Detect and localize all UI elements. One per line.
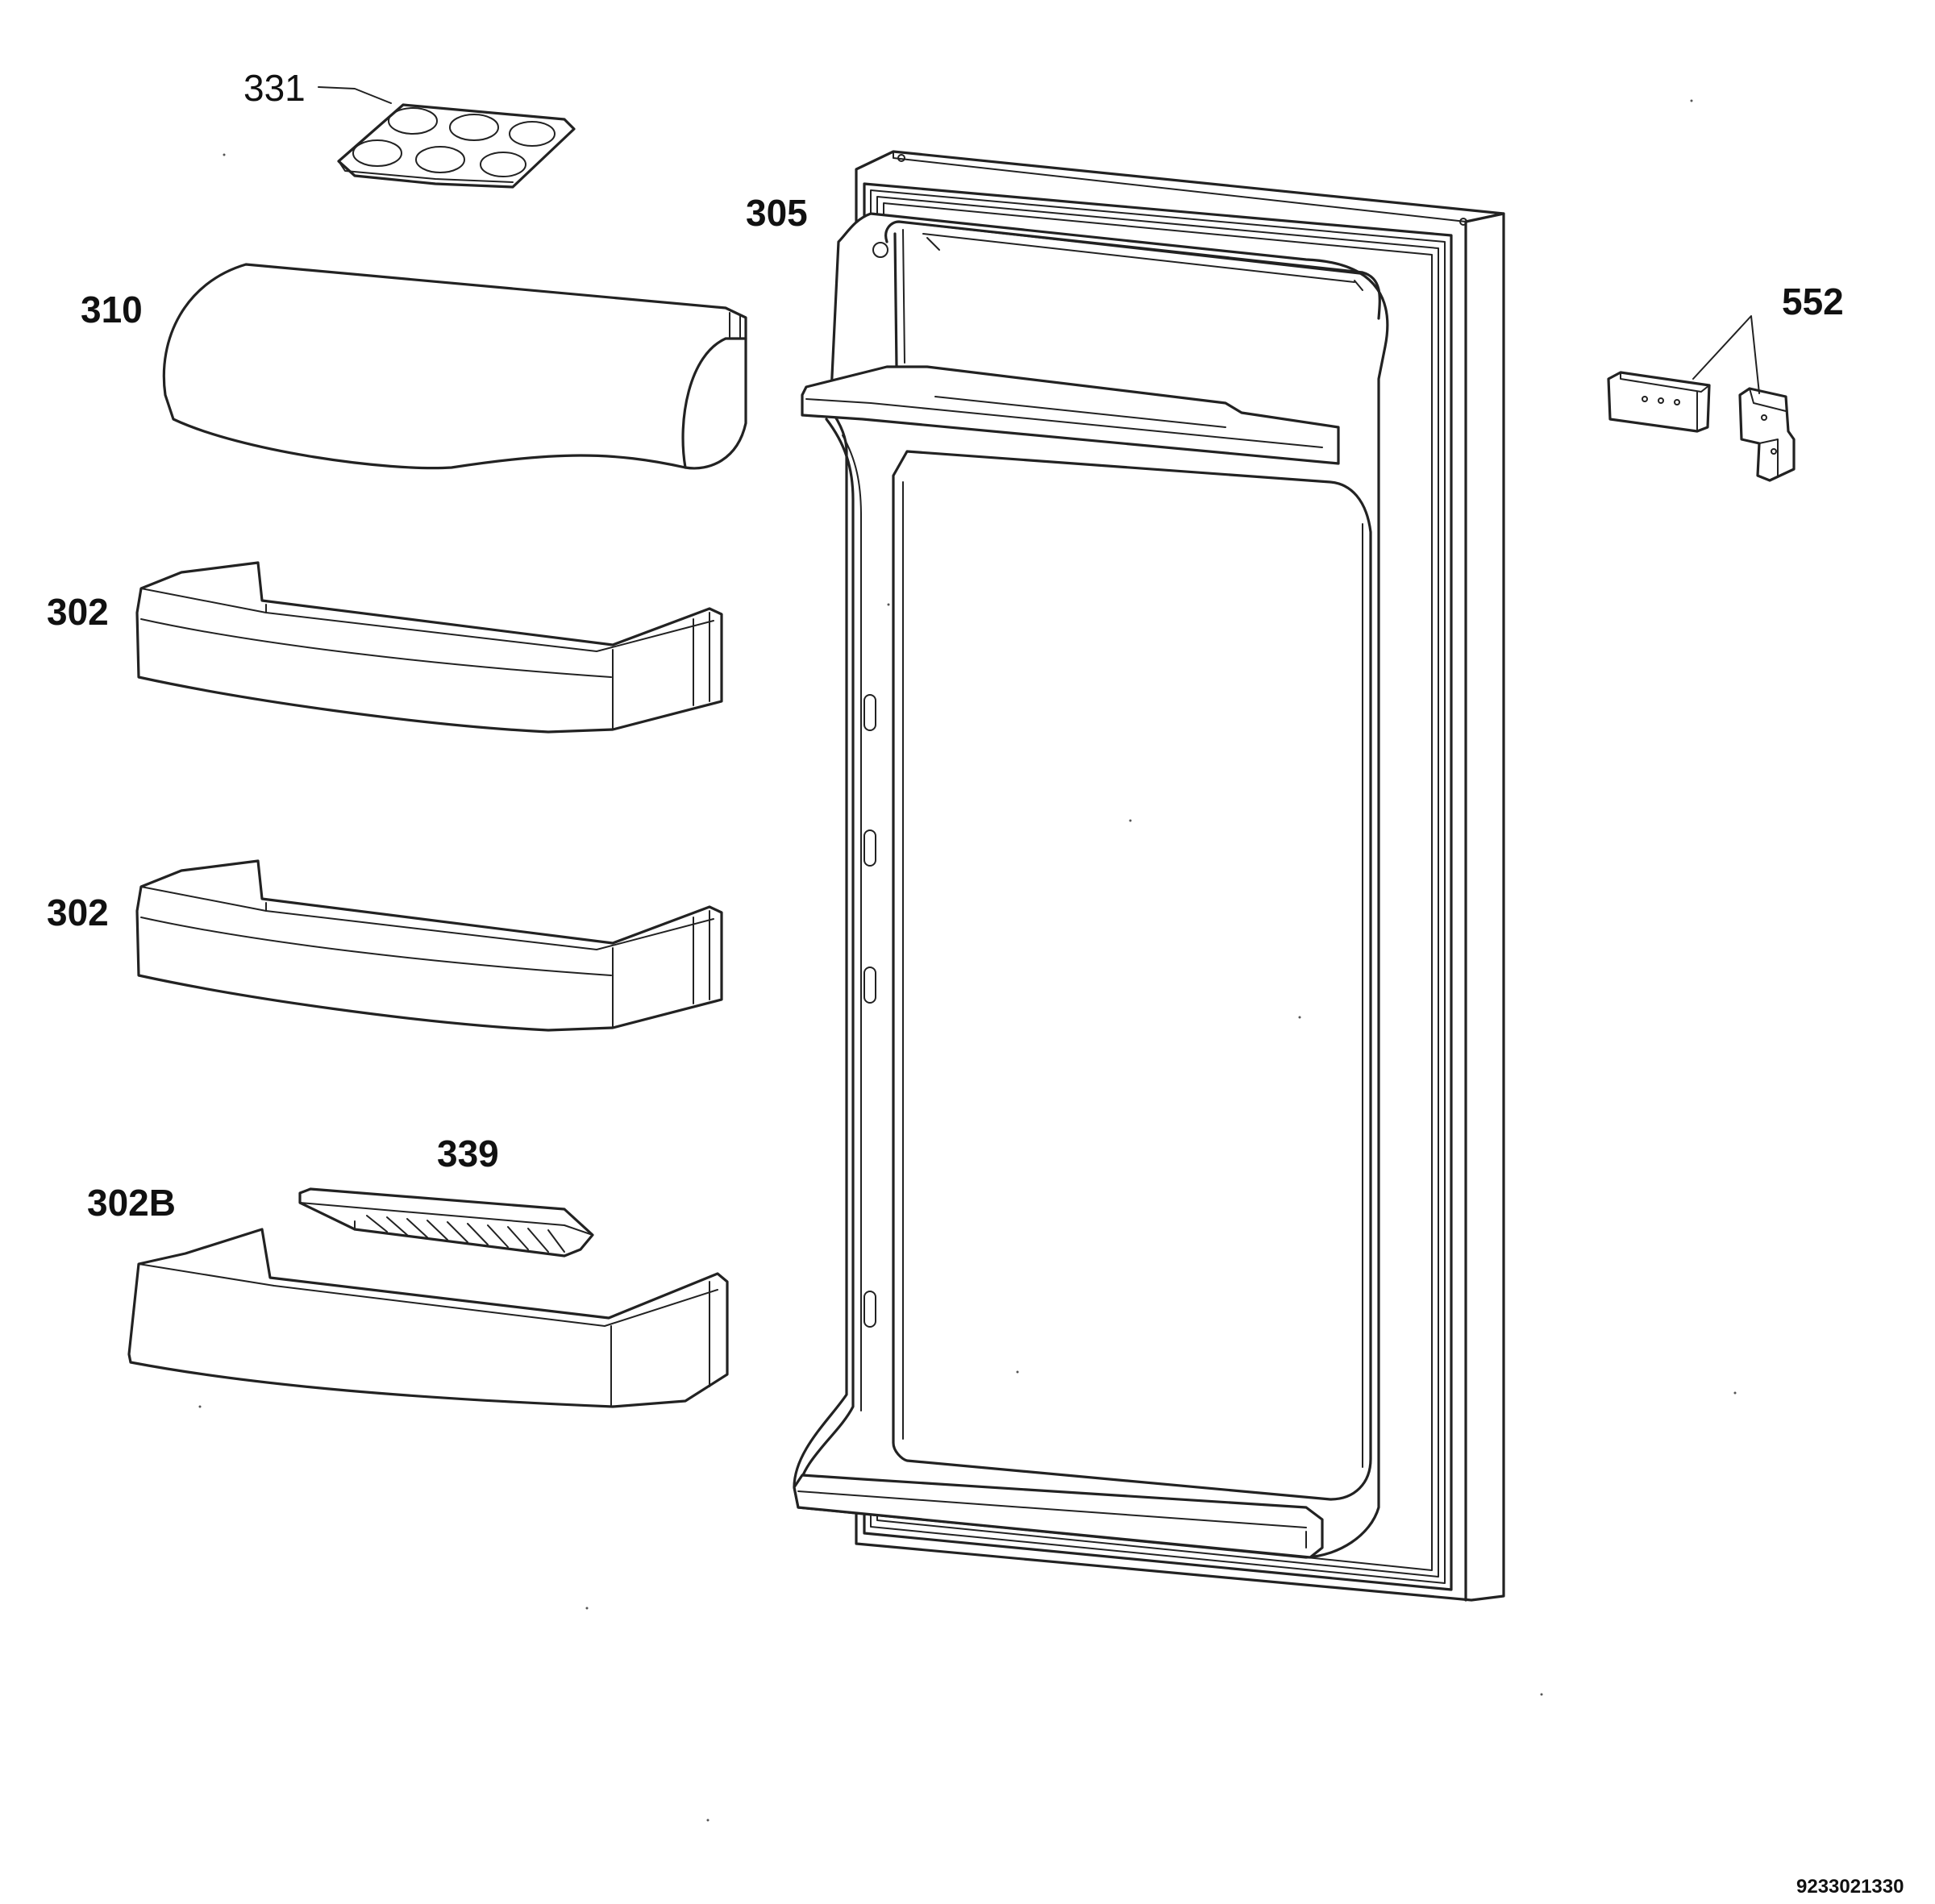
door-shelf-bottom-part[interactable]	[127, 1228, 729, 1408]
part-label-310: 310	[81, 289, 143, 330]
part-label-302-middle: 302	[47, 892, 109, 933]
door-shelf-middle-part[interactable]	[135, 859, 723, 1032]
bottle-retainer-part[interactable]	[298, 1187, 594, 1258]
part-label-305: 305	[746, 192, 808, 234]
dairy-lid-part[interactable]	[162, 263, 747, 470]
door-shelf-upper-part[interactable]	[135, 561, 723, 734]
scan-specks	[198, 99, 1737, 1822]
hinge-bracket-part[interactable]	[1607, 315, 1796, 482]
egg-tray-part[interactable]	[318, 86, 576, 189]
part-label-302-upper: 302	[47, 591, 109, 633]
part-label-552: 552	[1782, 281, 1844, 322]
part-label-302b: 302B	[87, 1182, 176, 1224]
part-label-331: 331	[243, 67, 306, 109]
part-label-339: 339	[437, 1133, 499, 1174]
door-assembly-part[interactable]	[793, 150, 1505, 1602]
drawing-code: 9233021330	[1796, 1876, 1904, 1898]
